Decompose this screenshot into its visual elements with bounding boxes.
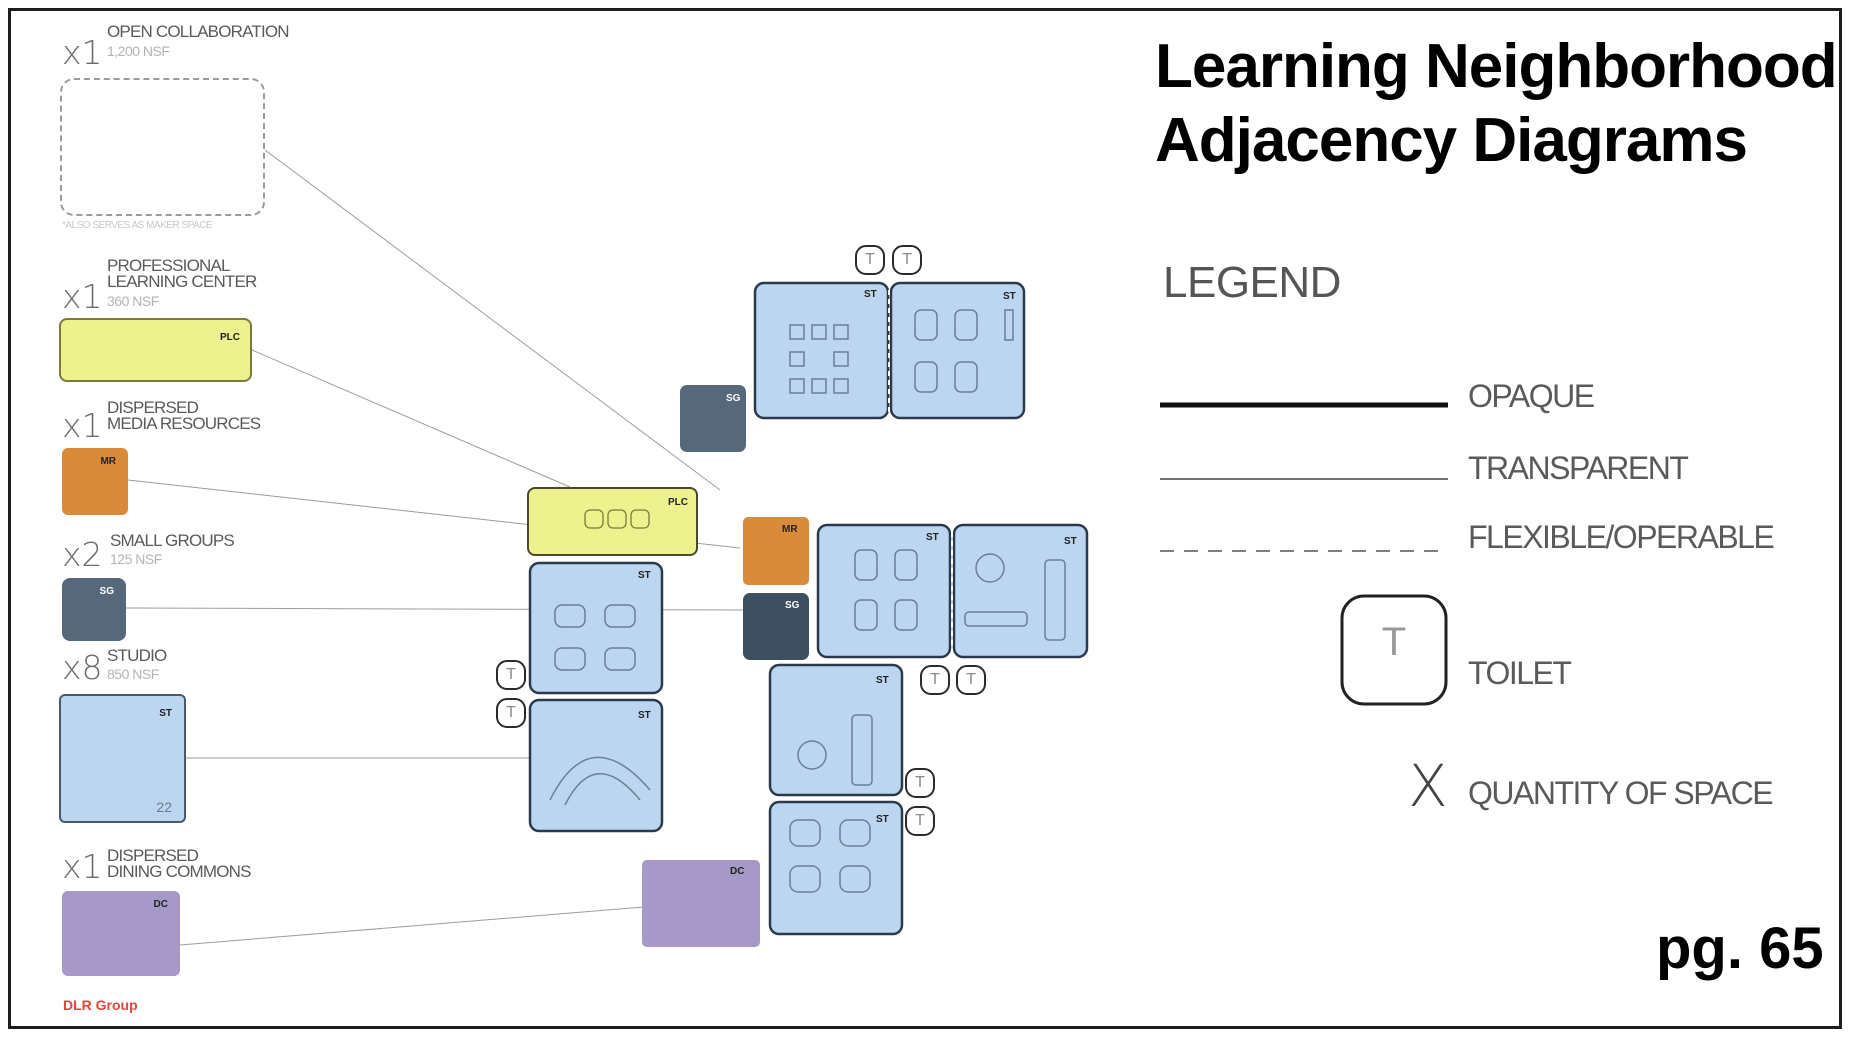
studio-room [753,281,890,420]
title-line-1: Learning Neighborhood [1155,32,1838,101]
plan-tag-st: ST [926,532,939,543]
legend-opaque-label: OPAQUE [1468,378,1595,414]
name-small-groups: SMALL GROUPS [110,531,235,550]
nsf-plc: 360 NSF [107,293,159,309]
qty-open-collaboration: x1 [62,33,103,72]
plan-tag-st: ST [638,710,651,721]
page-number: pg. 65 [1656,916,1824,981]
plan-tag-st: ST [864,289,877,300]
plan-tag-mr: MR [782,524,798,535]
studio-room [768,663,904,797]
plc-tag: PLC [220,332,240,343]
dining-room [642,860,760,947]
legend-quantity-label: QUANTITY OF SPACE [1468,775,1774,811]
studio-room [952,523,1089,659]
dining-tag: DC [153,899,168,910]
studio-cluster-bottom [642,663,904,947]
toilet-icon: T [905,768,935,798]
toilet-icon: T [920,665,950,695]
legend-toilet-label: TOILET [1468,655,1572,691]
toilet-icon: T [905,806,935,836]
legend-heading: LEGEND [1163,258,1341,307]
dining-box: DC [62,891,180,976]
legend-flexible-label: FLEXIBLE/OPERABLE [1468,519,1775,555]
open-collaboration-box [60,78,265,216]
studio-room [528,561,664,695]
studio-cluster-right [743,517,1089,660]
toilet-icon: T [956,665,986,695]
toilet-icon: T [855,245,885,275]
legend-toilet-symbol: T [1381,620,1407,664]
plan-tag-st: ST [1064,536,1077,547]
media-room [743,517,809,585]
brand-logo: DLR Group [63,997,138,1013]
legend-transparent-label: TRANSPARENT [1468,450,1689,486]
qty-media: x1 [62,406,103,445]
small-group-box: SG [62,578,126,641]
toilet-icon: T [496,698,526,728]
nsf-open-collaboration: 1,200 NSF [107,43,170,59]
connector-dining [179,903,681,946]
name-media: DISPERSED MEDIA RESOURCES [107,398,261,433]
open-collaboration-note: *ALSO SERVES AS MAKER SPACE [62,220,213,231]
plan-tag-st: ST [876,675,889,686]
studio-room [768,800,904,936]
studio-room [889,281,1026,420]
nsf-small-groups: 125 NSF [110,551,162,567]
plan-tag-sg: SG [726,393,741,404]
media-tag: MR [100,456,116,467]
studio-cluster-left [527,487,698,833]
studio-room [816,523,952,659]
furniture [789,309,1014,394]
name-open-collaboration: OPEN COLLABORATION [107,22,290,41]
plan-tag-plc: PLC [668,497,688,508]
toilet-icon: T [892,245,922,275]
qty-plc: x1 [62,277,103,316]
plc-room [527,487,698,556]
plan-tag-sg: SG [785,600,800,611]
studio-tag: ST [159,708,172,719]
legend-quantity-symbol: X [1408,752,1448,820]
plan-tag-st: ST [638,570,651,581]
legend-toilet-icon [1340,594,1448,706]
name-studio: STUDIO [107,646,167,665]
small-group-tag: SG [99,586,114,597]
title-line-2: Adjacency Diagrams [1155,106,1748,175]
media-box: MR [62,448,128,515]
small-group-room [680,385,746,452]
name-plc: PROFESSIONAL LEARNING CENTER [107,256,257,291]
qty-studio: x8 [62,648,103,687]
plan-tag-st: ST [876,814,889,825]
connector-open-collab [264,149,721,491]
name-dining: DISPERSED DINING COMMONS [107,846,251,881]
studio-room [528,698,664,833]
connector-plc [251,349,601,501]
diagram-frame [8,8,1842,1029]
toilet-icon: T [496,660,526,690]
studio-cluster-top [680,281,1026,452]
studio-box: ST 22 [59,694,186,823]
nsf-studio: 850 NSF [107,666,159,682]
plan-tag-st: ST [1003,291,1016,302]
qty-dining: x1 [62,847,103,886]
plc-box: PLC [59,318,252,382]
studio-count: 22 [156,799,172,815]
legend-lines [1160,402,1448,706]
qty-small-groups: x2 [62,535,103,574]
plan-tag-dc: DC [730,866,745,877]
small-group-room [743,593,809,660]
page-title: Learning Neighborhood Adjacency Diagrams [1155,30,1838,178]
